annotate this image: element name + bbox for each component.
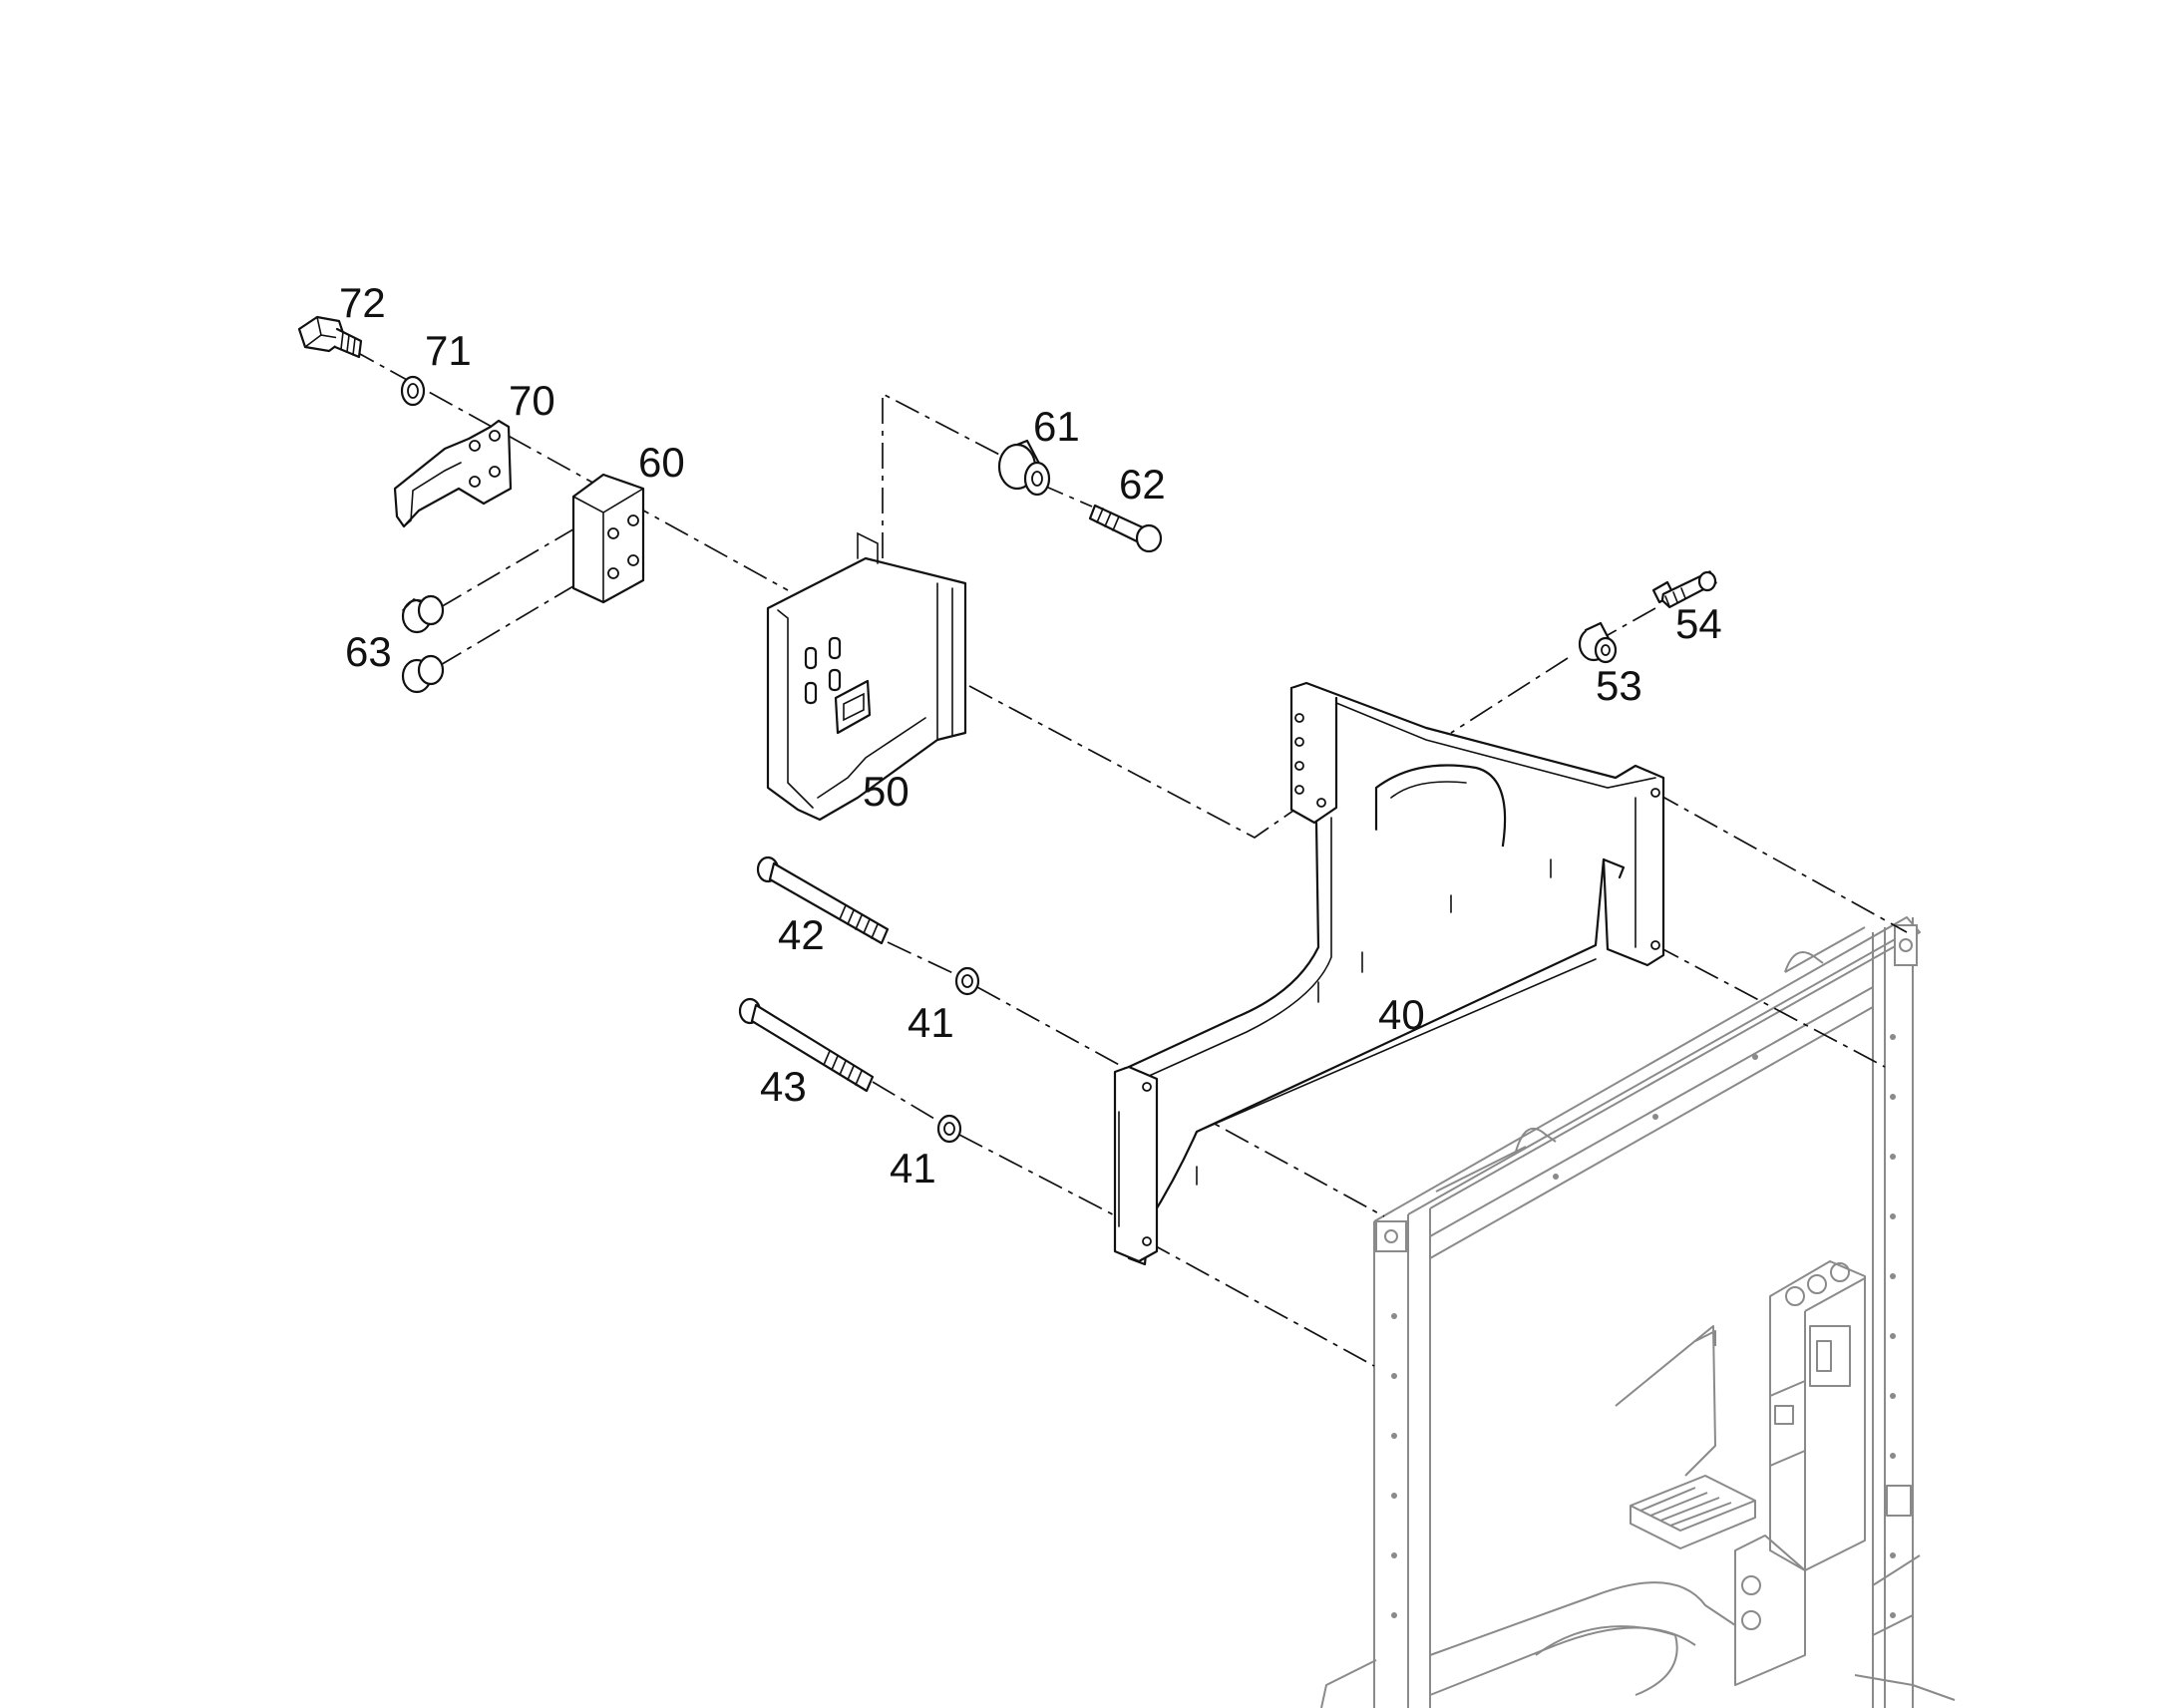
part-40-mounting-frame	[1113, 681, 1665, 1266]
part-63-knob-upper	[401, 594, 445, 634]
callout-71: 71	[425, 327, 472, 374]
part-54-bolt	[1651, 570, 1717, 609]
part-71-washer	[400, 375, 426, 407]
part-62-bolt	[1088, 504, 1163, 553]
part-60-block	[571, 473, 645, 604]
callout-41-lower: 41	[890, 1145, 936, 1192]
callout-42: 42	[778, 911, 825, 958]
part-70-bracket-plate	[393, 419, 513, 528]
callout-40: 40	[1378, 991, 1425, 1038]
callout-54: 54	[1675, 600, 1722, 647]
part-72-hex-bolt	[297, 315, 363, 359]
part-50-holder-bracket	[766, 531, 967, 822]
callout-62: 62	[1119, 461, 1166, 508]
callout-50: 50	[863, 768, 909, 815]
callout-63: 63	[345, 628, 392, 675]
callout-41-upper: 41	[908, 999, 954, 1046]
part-53-spacer	[1578, 621, 1618, 664]
callout-53: 53	[1596, 662, 1642, 709]
part-42-long-bolt	[756, 855, 890, 945]
part-41-washer-lower	[936, 1114, 962, 1144]
part-43-long-bolt	[738, 997, 875, 1093]
part-41-washer-upper	[954, 966, 980, 996]
machine-frame	[1320, 916, 1956, 1708]
callout-61: 61	[1033, 403, 1080, 450]
callout-70: 70	[509, 377, 555, 424]
callout-60: 60	[638, 439, 685, 486]
callout-43: 43	[760, 1063, 807, 1110]
part-61-spacer	[997, 439, 1051, 497]
part-63-knob-lower	[401, 654, 445, 694]
callout-labels: 72 71 70 60 63 61 62 50 54 53 42 41 40 4…	[339, 279, 1722, 1192]
callout-72: 72	[339, 279, 386, 326]
frame-holes	[1391, 1034, 1896, 1618]
leader-lines	[350, 348, 1908, 1367]
